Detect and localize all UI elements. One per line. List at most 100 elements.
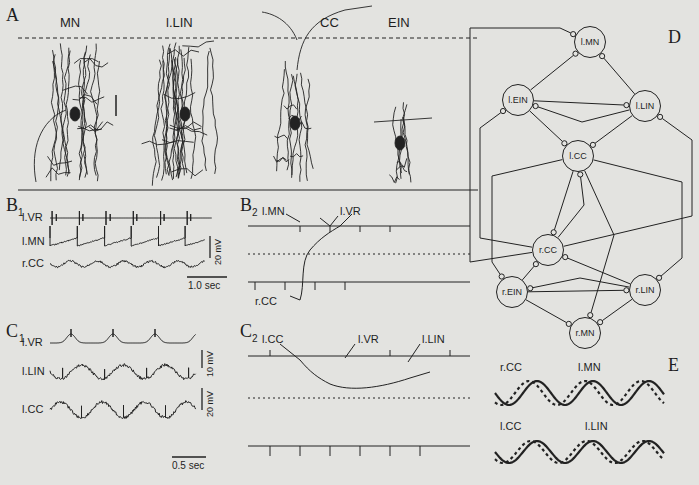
connector-line bbox=[554, 171, 573, 230]
ein-drawing bbox=[374, 102, 432, 183]
midline bbox=[248, 398, 470, 399]
branch bbox=[389, 175, 399, 183]
connector-line bbox=[602, 299, 632, 320]
wave-label: l.LIN bbox=[585, 421, 608, 432]
branch bbox=[46, 168, 71, 178]
synaptic-connection bbox=[598, 299, 632, 324]
dendrite bbox=[166, 44, 171, 176]
connector-line bbox=[530, 111, 563, 142]
cc-activity-wave bbox=[495, 441, 664, 463]
cc-axon bbox=[300, 214, 352, 300]
soma bbox=[70, 107, 80, 121]
scale-bar bbox=[187, 276, 227, 277]
trace-label: l.CC bbox=[22, 404, 43, 415]
synaptic-connection bbox=[530, 111, 567, 146]
panel-letter: D bbox=[668, 28, 681, 46]
synaptic-connection bbox=[590, 116, 632, 148]
panel-letter: A bbox=[6, 6, 19, 24]
neuron-circle: l.EIN bbox=[502, 84, 534, 116]
panel-subscript: 2 bbox=[252, 208, 258, 218]
cord-edge bbox=[248, 282, 470, 283]
synapse-terminal bbox=[528, 286, 533, 291]
trace-label: l.MN bbox=[22, 236, 45, 247]
branch bbox=[182, 41, 214, 47]
synapse-terminal bbox=[600, 54, 605, 59]
motoneuron-drawing bbox=[34, 43, 113, 182]
dendrite bbox=[210, 48, 218, 174]
dendrite bbox=[285, 61, 292, 175]
cell-type-label: MN bbox=[60, 16, 80, 29]
axon bbox=[297, 6, 372, 70]
synaptic-connection bbox=[531, 51, 579, 90]
midline bbox=[248, 254, 470, 255]
dorsal-boundary bbox=[18, 38, 478, 39]
dendrite bbox=[51, 54, 57, 180]
cell-label: l.MN bbox=[581, 38, 600, 47]
scale-bar bbox=[209, 236, 210, 258]
synaptic-connection bbox=[528, 278, 630, 291]
scale-label: 1.0 sec bbox=[188, 281, 220, 291]
scale-bar bbox=[172, 456, 206, 457]
branch bbox=[170, 126, 202, 131]
branch bbox=[284, 105, 297, 109]
connector-line bbox=[558, 177, 584, 238]
dendrite bbox=[277, 69, 285, 171]
electrode-label: l.VR bbox=[358, 334, 379, 345]
cell-label: l.CC bbox=[569, 152, 587, 161]
branch bbox=[164, 93, 196, 99]
synapse-terminal bbox=[533, 103, 538, 108]
motoneuron-trace bbox=[50, 226, 205, 246]
branch bbox=[84, 59, 109, 68]
synapse-terminal bbox=[657, 114, 662, 119]
tick-marks bbox=[255, 282, 345, 290]
recording-schematic bbox=[248, 214, 470, 300]
scale-bar bbox=[201, 350, 202, 368]
panel-letter: B bbox=[6, 196, 18, 214]
branch bbox=[397, 166, 407, 172]
scale-label: 10 mV bbox=[206, 351, 215, 377]
electrode bbox=[286, 214, 338, 226]
trace-label: l.LIN bbox=[22, 366, 45, 377]
connector-line bbox=[528, 290, 624, 292]
connector-line bbox=[534, 101, 624, 105]
cc-activity-wave bbox=[495, 381, 664, 405]
dendrite bbox=[173, 46, 179, 178]
connector-line bbox=[568, 258, 631, 284]
trace-label: l.VR bbox=[22, 212, 43, 223]
synaptic-connection bbox=[522, 262, 538, 280]
synaptic-connection bbox=[533, 103, 630, 122]
connector-line bbox=[533, 278, 630, 288]
trace-label: l.VR bbox=[22, 337, 43, 348]
synaptic-connection bbox=[600, 54, 635, 94]
scale-label: 20 mV bbox=[214, 239, 223, 265]
electrode bbox=[290, 296, 300, 300]
connector-line bbox=[564, 118, 692, 246]
lin-trace bbox=[50, 364, 196, 380]
branch bbox=[167, 50, 199, 56]
scale-bar bbox=[115, 95, 117, 116]
ventral-root-trace bbox=[50, 211, 212, 225]
dendrite bbox=[94, 61, 100, 181]
branch bbox=[89, 122, 114, 131]
soma bbox=[290, 116, 300, 130]
wave-label: r.CC bbox=[500, 362, 522, 373]
cell-label: r.EIN bbox=[502, 288, 522, 297]
ventral-boundary bbox=[18, 190, 478, 191]
dendrite bbox=[51, 61, 59, 181]
neuron-circle: l.LIN bbox=[629, 90, 661, 122]
panel-letter: E bbox=[668, 356, 679, 374]
synaptic-connection bbox=[528, 288, 629, 293]
connector-line bbox=[531, 55, 574, 90]
cell-type-label: EIN bbox=[388, 16, 410, 29]
cell-label: r.CC bbox=[539, 246, 557, 255]
cell-label: r.LIN bbox=[635, 286, 654, 295]
synaptic-connection bbox=[564, 114, 692, 246]
electrode-label: l.CC bbox=[262, 334, 283, 345]
mn-activity-wave bbox=[495, 381, 664, 405]
cc-trace bbox=[50, 401, 196, 419]
branch bbox=[142, 141, 174, 145]
scale-bar bbox=[201, 388, 202, 410]
synaptic-connection bbox=[585, 171, 614, 318]
dendrite bbox=[202, 51, 209, 171]
